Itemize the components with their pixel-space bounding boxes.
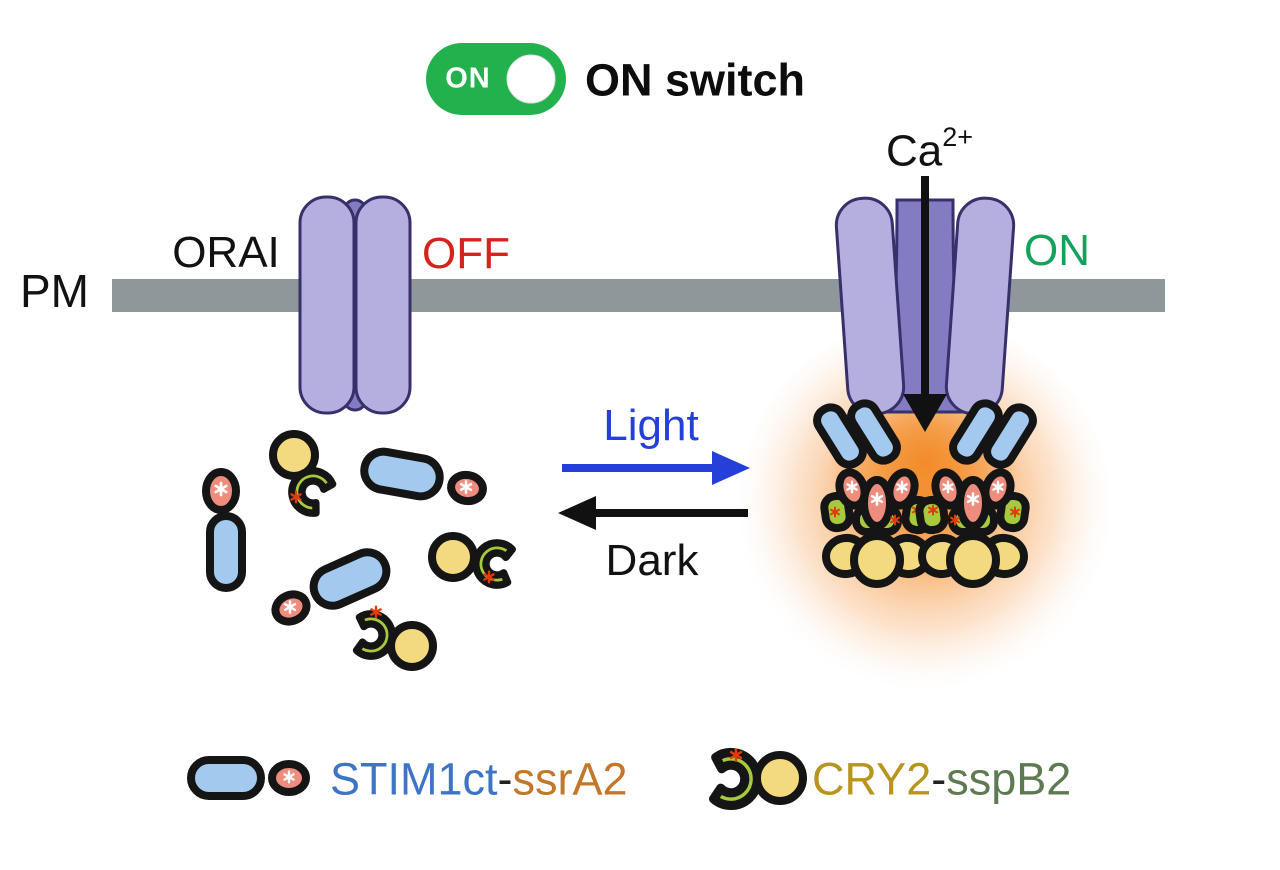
scattered-molecules (202, 430, 513, 671)
light-arrow (562, 451, 750, 485)
on-toggle-switch (426, 43, 566, 115)
off-state-label: OFF (422, 229, 510, 278)
light-label: Light (603, 401, 699, 450)
calcium-charge: 2+ (942, 122, 974, 152)
dark-arrow (558, 496, 748, 530)
legend-separator: - (497, 753, 513, 805)
legend-stim1ct-ssra2-icon (187, 756, 310, 800)
ssra2-name: ssrA2 (512, 753, 628, 805)
legend-cry2-sspb2-label: CRY2-sspB2 (812, 757, 1071, 802)
legend-separator: - (931, 753, 947, 805)
orai-label: ORAI (172, 228, 280, 277)
dark-label: Dark (605, 536, 699, 585)
cry2-sspb2-molecule (428, 532, 513, 587)
on-state-label: ON (1024, 226, 1090, 275)
toggle-state-label: ON (445, 62, 491, 95)
calcium-label: Ca2+ (886, 124, 973, 176)
stim1ct-ssra2-molecule (271, 548, 391, 626)
plasma-membrane-label: PM (20, 265, 89, 317)
orai-channel-closed-icon (298, 195, 412, 415)
legend-cry2-sspb2-icon (713, 749, 807, 806)
sspb2-name: sspB2 (946, 753, 1072, 805)
calcium-symbol: Ca (886, 126, 943, 176)
figure-title: ON switch (585, 54, 806, 106)
cry2-sspb2-molecule (269, 430, 335, 517)
calcium-influx-arrow (903, 176, 947, 432)
stim1ct-ssra2-molecule (202, 468, 246, 592)
cry2-sspb2-molecule (356, 605, 437, 671)
legend-stim1ct-ssra2-label: STIM1ct-ssrA2 (330, 757, 628, 802)
cry2-name: CRY2 (812, 753, 932, 805)
stim1ct-name: STIM1ct (330, 753, 498, 805)
stim1ct-ssra2-molecule (360, 447, 487, 506)
